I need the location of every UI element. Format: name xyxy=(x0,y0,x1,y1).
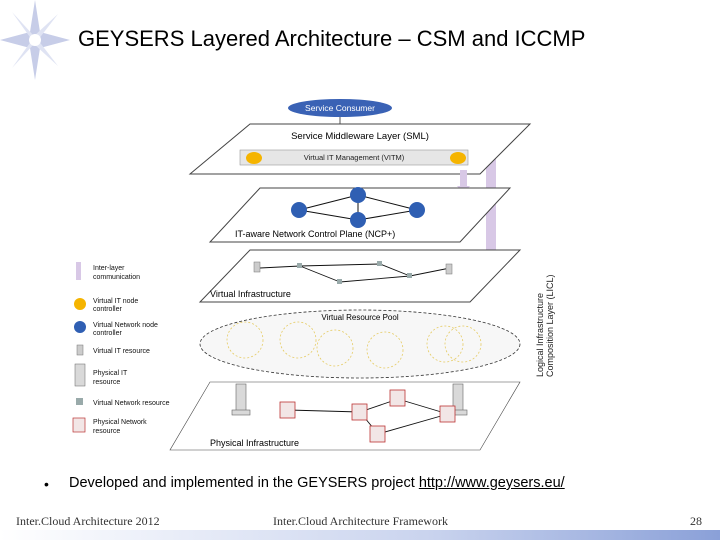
licl-label-2: Composition Layer (LICL) xyxy=(545,274,555,377)
svg-text:communication: communication xyxy=(93,274,140,281)
physical-network-resources xyxy=(279,389,456,443)
legend: Inter-layer communication Virtual IT nod… xyxy=(72,262,170,435)
ncp-node-3 xyxy=(409,202,425,218)
svg-text:Physical IT: Physical IT xyxy=(93,370,128,377)
vitm-bar xyxy=(239,149,469,166)
bullet-text: Developed and implemented in the GEYSERS… xyxy=(69,475,565,491)
virtual-resource-pool-label: Virtual Resource Pool xyxy=(321,313,398,322)
page-number: 28 xyxy=(690,514,702,528)
physical-infrastructure-label: Physical Infrastructure xyxy=(210,438,299,448)
star-logo-icon xyxy=(0,0,70,80)
svg-text:Virtual IT resource: Virtual IT resource xyxy=(93,348,150,355)
footer-left: Inter.Cloud Architecture 2012 xyxy=(16,514,160,528)
vitm-controller-left xyxy=(246,152,262,164)
virtual-infrastructure-label: Virtual Infrastructure xyxy=(210,289,291,299)
bullet-text-body: Developed and implemented in the GEYSERS… xyxy=(69,475,415,491)
svg-text:Virtual Network resource: Virtual Network resource xyxy=(93,400,170,407)
svg-text:Physical Network: Physical Network xyxy=(93,419,147,426)
sml-label: Service Middleware Layer (SML) xyxy=(291,131,429,142)
ncp-node-2 xyxy=(350,187,366,203)
bullet-marker: • xyxy=(44,476,49,492)
service-consumer-label: Service Consumer xyxy=(305,103,375,113)
svg-text:controller: controller xyxy=(93,306,122,313)
ncp-node-1 xyxy=(291,202,307,218)
licl-label-1: Logical Infrastructure xyxy=(535,293,545,377)
ncp-label: IT-aware Network Control Plane (NCP+) xyxy=(235,229,395,239)
svg-text:Inter-layer: Inter-layer xyxy=(93,265,125,272)
resource-groups xyxy=(226,321,482,369)
geysers-link[interactable]: http://www.geysers.eu/ xyxy=(418,475,565,491)
footer-bar xyxy=(0,530,720,540)
slide-title: GEYSERS Layered Architecture – CSM and I… xyxy=(78,26,586,51)
service-consumer-node xyxy=(288,99,392,117)
ncp-node-4 xyxy=(350,212,366,228)
architecture-diagram: Logical Infrastructure Composition Layer… xyxy=(72,99,555,451)
svg-text:resource: resource xyxy=(93,428,120,435)
footer-center: Inter.Cloud Architecture Framework xyxy=(273,514,448,528)
virtual-infrastructure-plane xyxy=(198,249,522,303)
svg-text:Virtual IT node: Virtual IT node xyxy=(93,298,138,305)
physical-infrastructure-plane xyxy=(169,381,521,451)
vi-links xyxy=(259,263,451,283)
footer: Inter.Cloud Architecture 2012 Inter.Clou… xyxy=(0,510,720,540)
svg-text:Virtual Network node: Virtual Network node xyxy=(93,322,158,329)
vitm-label: Virtual IT Management (VITM) xyxy=(304,153,405,162)
svg-text:controller: controller xyxy=(93,330,122,337)
svg-text:resource: resource xyxy=(93,379,120,386)
vitm-controller-right xyxy=(450,152,466,164)
